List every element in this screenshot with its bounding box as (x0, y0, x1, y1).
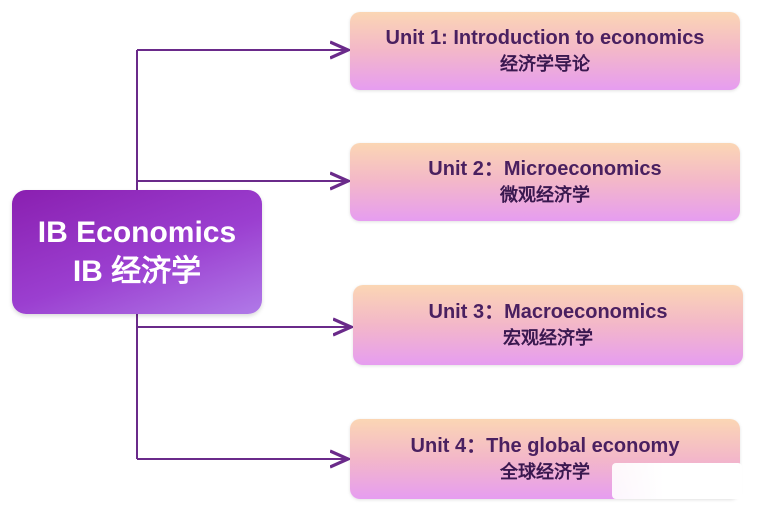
unit-3-node: Unit 3：Macroeconomics 宏观经济学 (353, 285, 743, 365)
unit-2-title-en: Unit 2：Microeconomics (428, 158, 662, 181)
unit-1-node: Unit 1: Introduction to economics 经济学导论 (350, 12, 740, 90)
root-title-en: IB Economics (37, 216, 237, 249)
root-node: IB Economics IB 经济学 (12, 190, 262, 314)
unit-2-title-zh: 微观经济学 (500, 185, 590, 206)
unit-2-node: Unit 2：Microeconomics 微观经济学 (350, 143, 740, 221)
watermark-overlay (612, 463, 742, 499)
unit-4-title-zh: 全球经济学 (500, 462, 590, 483)
unit-3-title-zh: 宏观经济学 (503, 328, 593, 349)
unit-1-title-en: Unit 1: Introduction to economics (385, 27, 705, 50)
unit-1-title-zh: 经济学导论 (500, 54, 590, 75)
unit-4-title-en: Unit 4：The global economy (410, 435, 680, 458)
unit-3-title-en: Unit 3：Macroeconomics (428, 301, 668, 324)
root-title-zh: IB 经济学 (72, 255, 202, 288)
